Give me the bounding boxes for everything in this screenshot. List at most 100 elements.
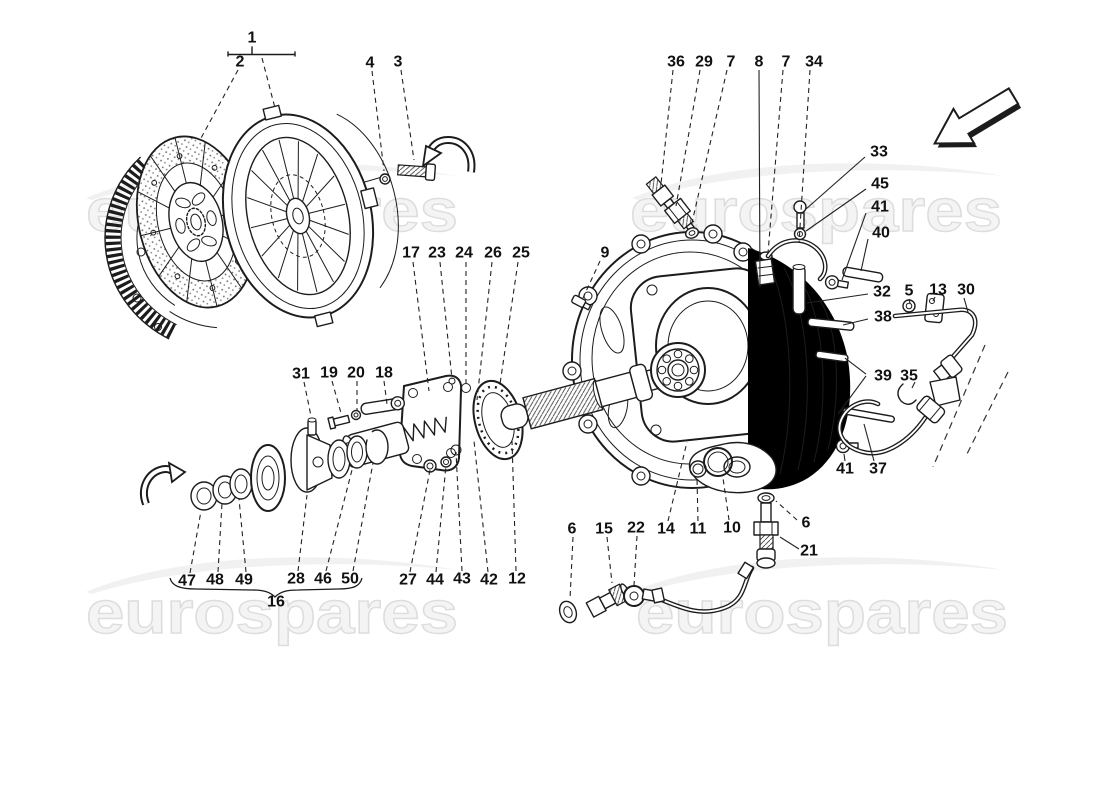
leader-line-28 xyxy=(297,494,308,572)
part-number-39-29: 39 xyxy=(874,368,892,385)
part-number-30-23: 30 xyxy=(957,282,975,299)
part-number-6-39: 6 xyxy=(802,515,811,532)
leader-line-8 xyxy=(758,69,761,288)
leader-line-1 xyxy=(261,57,276,109)
group-brace-16 xyxy=(169,577,363,598)
part-number-21-40: 21 xyxy=(800,543,818,560)
leader-line-22 xyxy=(633,535,638,586)
part-number-41-31: 41 xyxy=(836,461,854,478)
leader-line-32 xyxy=(806,293,869,304)
part-number-11-37: 11 xyxy=(690,521,707,538)
part-number-32-20: 32 xyxy=(873,284,891,301)
leader-line-23 xyxy=(439,261,453,380)
leader-line-35 xyxy=(911,381,916,389)
part-number-49-43: 49 xyxy=(235,572,253,589)
leader-line-44 xyxy=(435,464,447,573)
part-number-34-9: 34 xyxy=(805,54,823,71)
watermark-text: eurospares xyxy=(636,579,1008,646)
leader-line-42 xyxy=(473,440,489,573)
leader-line-25 xyxy=(499,261,519,385)
leader-line-27 xyxy=(409,469,431,573)
stud-38 xyxy=(807,317,855,331)
release-spring xyxy=(402,416,447,442)
part-number-35-30: 35 xyxy=(900,368,918,385)
part-number-43-50: 43 xyxy=(453,571,471,588)
pipe-clip-35 xyxy=(897,383,917,405)
part-number-27-48: 27 xyxy=(399,572,417,589)
leader-line-5 xyxy=(908,298,911,304)
leader-line-33 xyxy=(805,156,866,210)
leader-line-13 xyxy=(932,296,936,302)
leader-line-6 xyxy=(569,536,574,600)
part-number-25-19: 25 xyxy=(512,245,530,262)
pressure-switch xyxy=(664,197,695,232)
leader-line-2 xyxy=(199,69,239,141)
leader-line-14 xyxy=(667,441,688,522)
leader-line-46 xyxy=(325,469,353,572)
leader-line-6 xyxy=(775,500,798,521)
part-number-33-10: 33 xyxy=(870,144,888,161)
clutch-bolt xyxy=(379,163,437,185)
part-number-12-52: 12 xyxy=(508,571,526,588)
part-number-7-6: 7 xyxy=(727,54,736,71)
leader-line-17 xyxy=(412,261,430,392)
part-number-22-35: 22 xyxy=(627,520,645,537)
part-number-16-47: 16 xyxy=(267,594,285,611)
bolt-41 xyxy=(824,275,850,290)
clutch-hose-assembly xyxy=(558,492,779,624)
release-lever xyxy=(360,396,405,415)
leader-line-31 xyxy=(303,381,312,417)
watermark-text: eurospares xyxy=(86,579,458,646)
part-number-41-12: 41 xyxy=(871,199,889,216)
part-number-46-45: 46 xyxy=(314,571,332,588)
part-number-37-32: 37 xyxy=(869,461,887,478)
leader-line-4 xyxy=(371,70,385,172)
leader-line-41 xyxy=(843,453,846,462)
leader-line-15 xyxy=(606,536,613,584)
part-number-2-1: 2 xyxy=(236,54,245,71)
leader-line-41 xyxy=(841,212,867,281)
breather-union xyxy=(754,238,828,286)
leader-line-9 xyxy=(582,260,601,299)
part-number-9-14: 9 xyxy=(601,245,610,262)
pressure-plate-cover xyxy=(221,104,399,328)
part-number-18-28: 18 xyxy=(375,365,393,382)
part-number-29-5: 29 xyxy=(695,54,713,71)
part-number-50-46: 50 xyxy=(341,571,359,588)
hydraulic-pipe xyxy=(837,307,978,456)
leader-line-10 xyxy=(722,477,730,521)
part-number-15-34: 15 xyxy=(595,521,613,538)
part-number-8-7: 8 xyxy=(755,54,764,71)
leader-line-37 xyxy=(863,423,875,462)
leader-line-30 xyxy=(963,297,969,313)
leader-line-11 xyxy=(696,478,699,522)
stud-40 xyxy=(842,266,884,283)
housing-bolt-ears xyxy=(562,224,753,486)
part-number-44-49: 44 xyxy=(426,572,444,589)
part-number-13-22: 13 xyxy=(929,282,947,299)
o-ring-small xyxy=(689,460,707,478)
leader-line-7 xyxy=(767,69,784,254)
leader-line-48 xyxy=(217,502,223,573)
leader-line-47 xyxy=(189,510,202,574)
leader-line-43 xyxy=(455,451,463,572)
rod-37 xyxy=(842,407,895,423)
leader-line-49 xyxy=(238,498,247,573)
leader-line-34 xyxy=(798,69,811,244)
continuation-line xyxy=(932,344,986,468)
part-number-47-41: 47 xyxy=(178,573,196,590)
thermal-switch xyxy=(645,176,675,209)
leader-line-39 xyxy=(844,357,867,375)
shaft-ball-bearing xyxy=(650,342,706,398)
leader-line-45 xyxy=(805,188,867,232)
seal-washer xyxy=(684,227,700,239)
part-number-20-27: 20 xyxy=(347,365,365,382)
rotation-arrow-icon xyxy=(139,461,187,506)
part-number-42-51: 42 xyxy=(480,572,498,589)
pipe-clamp xyxy=(902,292,945,324)
leader-line-19 xyxy=(331,380,342,414)
part-number-36-4: 36 xyxy=(667,54,685,71)
part-number-17-15: 17 xyxy=(402,245,420,262)
